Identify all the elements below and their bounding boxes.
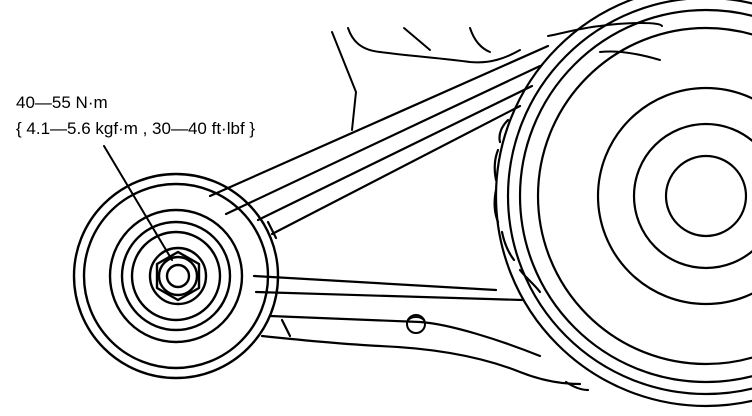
engine-bracket-outline [331, 22, 663, 131]
bracket-rivet [406, 314, 426, 334]
pulley-bolt-icon [148, 246, 208, 306]
torque-leader-line [103, 145, 173, 261]
large-pulley [493, 0, 752, 408]
idler-pulley [72, 172, 280, 380]
belt-lower-run [252, 274, 582, 386]
torque-specification: 40—55 N·m { 4.1—5.6 kgf·m , 30—40 ft·lbf… [16, 90, 255, 142]
torque-nm-value: 40—55 N·m [16, 93, 108, 112]
belt-upper-run [208, 44, 550, 240]
torque-alt-units: { 4.1—5.6 kgf·m , 30—40 ft·lbf } [16, 119, 256, 138]
